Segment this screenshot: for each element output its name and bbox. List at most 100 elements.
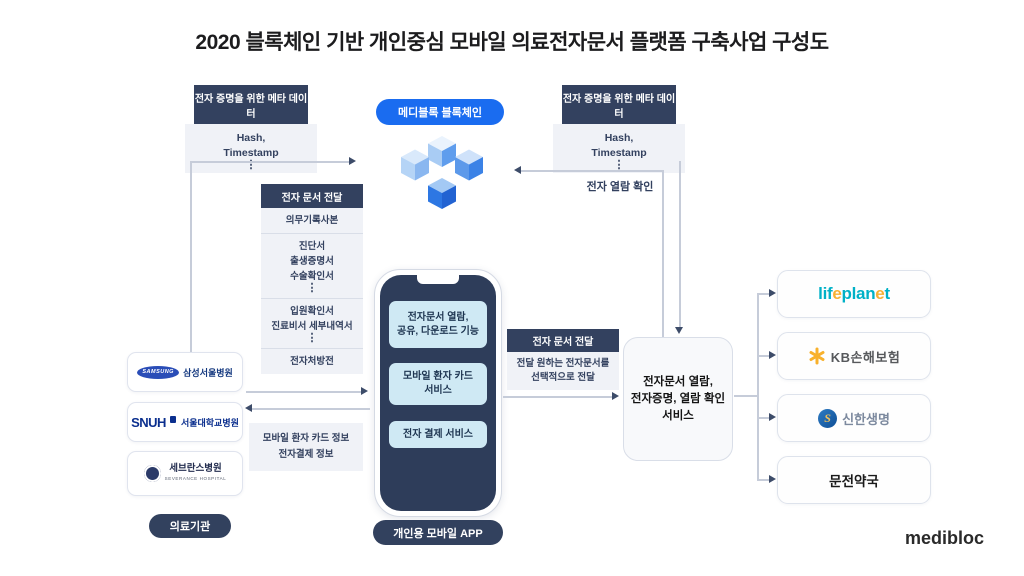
service-box: 전자문서 열람, 전자증명, 열람 확인 서비스 — [623, 337, 733, 461]
medibloc-blockchain-pill: 메디블록 블록체인 — [376, 99, 504, 125]
meta-data-box-right-header: 전자 증명을 위한 메타 데이터 — [562, 85, 676, 124]
hospital-snuh-name: 서울대학교병원 — [180, 417, 239, 428]
doc-transfer-list-body: 의무기록사본 진단서 출생증명서 수술확인서 ⋮ 입원확인서 진료비서 세부내역… — [261, 208, 363, 374]
mobile-card-info-box: 모바일 환자 카드 정보 전자결제 정보 — [249, 423, 363, 471]
arrowhead-phone-to-service — [612, 392, 619, 400]
arrowhead-to-service — [675, 327, 683, 334]
hospital-samsung: SAMSUNG 삼성서울병원 — [127, 352, 243, 392]
meta-data-box-right-body: Hash, Timestamp ⋮ — [553, 124, 685, 173]
doc-item: 입원확인서 — [290, 306, 334, 317]
doc-item: 수술확인서 — [290, 271, 334, 282]
doc-group-3: 입원확인서 진료비서 세부내역서 ⋮ — [261, 298, 363, 348]
read-confirm-label: 전자 열람 확인 — [586, 181, 654, 193]
connector-meta-to-service — [679, 161, 681, 327]
personal-mobile-app-label: 개인용 모바일 APP — [373, 520, 503, 545]
meta-data-box-right: 전자 증명을 위한 메타 데이터 Hash, Timestamp ⋮ — [553, 85, 685, 173]
receiver-kb-insurance: KB손해보험 — [777, 332, 931, 380]
connector-hospital-to-phone — [246, 391, 362, 393]
feature-docs-line2: 공유, 다운로드 기능 — [397, 325, 479, 337]
phone-notch — [417, 275, 459, 284]
connector-hospital-to-chain — [190, 161, 350, 163]
transfer-line-2: 선택적으로 전달 — [531, 372, 595, 383]
doc-transfer-list: 전자 문서 전달 의무기록사본 진단서 출생증명서 수술확인서 ⋮ 입원확인서 … — [261, 184, 363, 374]
arrowhead-to-hospital — [245, 404, 252, 412]
service-line-3: 서비스 — [662, 409, 694, 422]
doc-group-2: 진단서 출생증명서 수술확인서 ⋮ — [261, 233, 363, 298]
connector-phone-to-hospital — [252, 408, 370, 410]
meta-right-ellipsis: ⋮ — [613, 159, 625, 171]
card-info-line-1: 모바일 환자 카드 정보 — [262, 433, 350, 444]
meta-left-line-hash: Hash, — [236, 132, 266, 144]
connector-hospital-up — [190, 162, 192, 352]
shinhan-logo-icon: S — [818, 408, 838, 428]
phone-feature-docs: 전자문서 열람, 공유, 다운로드 기능 — [389, 301, 487, 348]
meta-left-line-timestamp: Timestamp — [223, 147, 279, 159]
doc-transfer-box: 전자 문서 전달 전달 원하는 전자문서를 선택적으로 전달 — [507, 329, 619, 390]
arrowhead-kb — [769, 351, 776, 359]
medical-institutions-label: 의료기관 — [149, 514, 231, 538]
arrowhead-to-phone — [361, 387, 368, 395]
phone-feature-payment: 전자 결제 서비스 — [389, 421, 487, 448]
feature-payment-line1: 전자 결제 서비스 — [403, 428, 473, 440]
doc-item: 진단서 — [298, 241, 326, 252]
receiver-shinhan-name: 신한생명 — [842, 411, 890, 427]
branch-lifeplanet — [757, 293, 770, 295]
lifeplanet-logo: lifeplanet — [818, 284, 890, 304]
receiver-pharmacy-name: 문전약국 — [829, 474, 879, 489]
meta-right-line-hash: Hash, — [604, 132, 634, 144]
hospital-severance-subtitle: SEVERANCE HOSPITAL — [164, 475, 227, 481]
connector-service-up — [662, 170, 664, 337]
meta-data-box-left-body: Hash, Timestamp ⋮ — [185, 124, 317, 173]
receiver-shinhan-life: S 신한생명 — [777, 394, 931, 442]
transfer-line-1: 전달 원하는 전자문서를 — [516, 358, 610, 369]
connector-trunk — [757, 294, 759, 481]
connector-service-to-trunk — [734, 395, 757, 397]
snuh-shield-icon — [169, 415, 176, 423]
doc-group-4: 전자처방전 — [261, 348, 363, 374]
lp-seg: e — [875, 284, 885, 303]
lp-seg: lif — [818, 284, 833, 303]
receiver-lifeplanet: lifeplanet — [777, 270, 931, 318]
feature-docs-line1: 전자문서 열람, — [407, 311, 469, 323]
shinhan-s: S — [824, 410, 831, 425]
service-line-2: 전자증명, 열람 확인 — [630, 392, 726, 405]
doc-item: 진료비서 세부내역서 — [271, 321, 353, 332]
meta-data-box-left-header: 전자 증명을 위한 메타 데이터 — [194, 85, 308, 124]
phone-screen: 전자문서 열람, 공유, 다운로드 기능 모바일 환자 카드 서비스 전자 결제… — [380, 275, 496, 511]
kb-star-icon — [809, 347, 825, 365]
branch-pharmacy — [757, 479, 770, 481]
snuh-logo: SNUH — [131, 414, 166, 430]
arrowhead-shinhan — [769, 413, 776, 421]
phone-feature-card: 모바일 환자 카드 서비스 — [389, 363, 487, 405]
doc-transfer-list-header: 전자 문서 전달 — [261, 184, 363, 208]
receiver-kb-name: KB손해보험 — [830, 349, 901, 365]
doc-item: 출생증명서 — [290, 256, 334, 267]
hospital-severance: 세브란스병원 SEVERANCE HOSPITAL — [127, 451, 243, 496]
branch-shinhan — [757, 417, 770, 419]
meta-right-line-timestamp: Timestamp — [591, 147, 647, 159]
arrowhead-read-confirm — [514, 166, 521, 174]
meta-left-ellipsis: ⋮ — [245, 159, 257, 171]
samsung-logo-icon: SAMSUNG — [137, 365, 180, 379]
doc-item: 전자처방전 — [290, 356, 334, 367]
connector-phone-to-service — [503, 396, 613, 398]
blockchain-cubes-icon — [401, 136, 483, 209]
lp-seg: e — [832, 284, 842, 303]
doc-group-2-ellipsis: ⋮ — [306, 282, 318, 294]
mobile-phone: 전자문서 열람, 공유, 다운로드 기능 모바일 환자 카드 서비스 전자 결제… — [374, 269, 502, 517]
feature-card-line1: 모바일 환자 카드 — [403, 371, 473, 382]
hospital-snuh: SNUH 서울대학교병원 — [127, 402, 243, 442]
lp-seg: plan — [841, 284, 876, 303]
medibloc-logo: medibloc — [905, 528, 985, 548]
doc-item: 의무기록사본 — [285, 215, 339, 226]
doc-transfer-box-body: 전달 원하는 전자문서를 선택적으로 전달 — [507, 352, 619, 390]
lp-seg: t — [884, 284, 890, 303]
severance-emblem-icon — [143, 465, 161, 482]
page-title: 2020 블록체인 기반 개인중심 모바일 의료전자문서 플랫폼 구축사업 구성… — [195, 31, 829, 54]
hospital-severance-name: 세브란스병원 — [169, 462, 222, 474]
doc-group-1: 의무기록사본 — [261, 208, 363, 233]
doc-group-3-ellipsis: ⋮ — [306, 332, 318, 344]
meta-data-box-left: 전자 증명을 위한 메타 데이터 Hash, Timestamp ⋮ — [185, 85, 317, 173]
connector-read-confirm — [521, 170, 662, 172]
